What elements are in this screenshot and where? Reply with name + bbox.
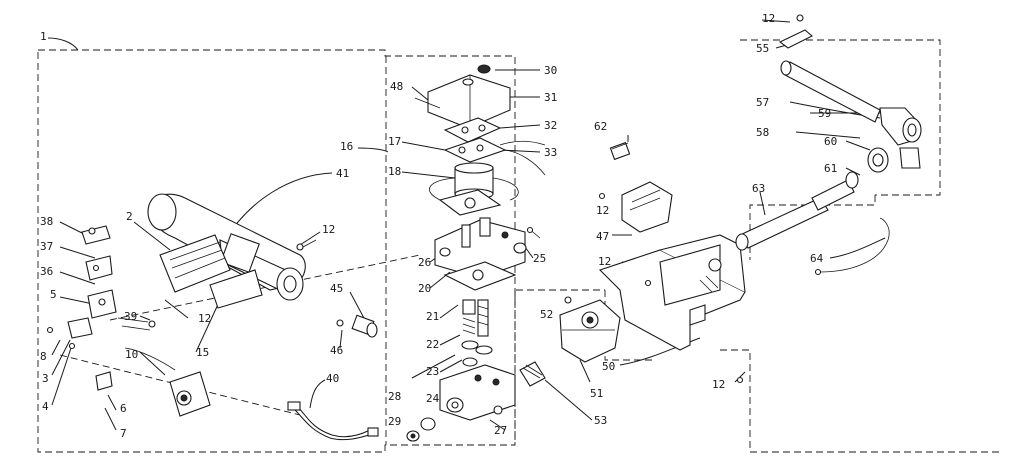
callout-64: 64 [810, 252, 824, 265]
callout-12-b: 12 [322, 223, 335, 236]
callout-40: 40 [326, 372, 339, 385]
valve-stack [406, 64, 546, 442]
thermostat-part [95, 347, 211, 417]
callout-21: 21 [426, 310, 439, 323]
callout-48: 48 [390, 80, 403, 93]
callout-61: 61 [824, 162, 837, 175]
callout-15: 15 [196, 346, 209, 359]
callout-22: 22 [426, 338, 439, 351]
callout-51: 51 [590, 387, 603, 400]
callout-28: 28 [388, 390, 401, 403]
callout-17: 17 [388, 135, 401, 148]
callout-29: 29 [388, 415, 401, 428]
callout-63: 63 [752, 182, 765, 195]
callout-37: 37 [40, 240, 53, 253]
callout-23: 23 [426, 365, 439, 378]
callout-50: 50 [602, 360, 615, 373]
callout-30: 30 [544, 64, 557, 77]
callout-32: 32 [544, 119, 557, 132]
callout-57: 57 [756, 96, 769, 109]
callout-62: 62 [594, 120, 607, 133]
regulator-assembly [519, 141, 746, 387]
callout-36: 36 [40, 265, 53, 278]
callout-12-e: 12 [712, 378, 725, 391]
callout-2: 2 [126, 210, 133, 223]
callout-1: 1 [40, 30, 47, 43]
callout-12-f: 12 [762, 12, 775, 25]
callout-59: 59 [818, 107, 831, 120]
callout-4: 4 [42, 400, 49, 413]
callout-20: 20 [418, 282, 431, 295]
igniter-tube-assembly [735, 14, 922, 384]
callout-12-d: 12 [598, 255, 611, 268]
callout-47: 47 [596, 230, 609, 243]
callout-46: 46 [330, 344, 343, 357]
callout-6: 6 [120, 402, 127, 415]
callout-31: 31 [544, 91, 557, 104]
callout-60: 60 [824, 135, 837, 148]
callout-12-a: 12 [198, 312, 211, 325]
callout-45: 45 [330, 282, 343, 295]
callout-25: 25 [533, 252, 546, 265]
bracket-hardware [46, 225, 156, 350]
callout-labels: 1 2 3 4 5 6 7 8 10 12 12 12 12 12 12 15 … [40, 12, 837, 440]
callout-24: 24 [426, 392, 440, 405]
callout-39: 39 [124, 310, 137, 323]
callout-41: 41 [336, 167, 349, 180]
callout-10: 10 [125, 348, 138, 361]
thermocouple-tube [287, 401, 379, 441]
callout-52: 52 [540, 308, 553, 321]
burner-assembly [147, 193, 317, 309]
callout-3: 3 [42, 372, 49, 385]
callout-8: 8 [40, 350, 47, 363]
callout-27: 27 [494, 424, 507, 437]
callout-18: 18 [388, 165, 401, 178]
fitting-parts [336, 314, 378, 338]
callout-55: 55 [756, 42, 769, 55]
callout-26: 26 [418, 256, 431, 269]
callout-38: 38 [40, 215, 53, 228]
callout-33: 33 [544, 146, 557, 159]
callout-58: 58 [756, 126, 769, 139]
callout-12-c: 12 [596, 204, 609, 217]
callout-7: 7 [120, 427, 127, 440]
callout-53: 53 [594, 414, 607, 427]
callout-5: 5 [50, 288, 57, 301]
callout-16: 16 [340, 140, 353, 153]
